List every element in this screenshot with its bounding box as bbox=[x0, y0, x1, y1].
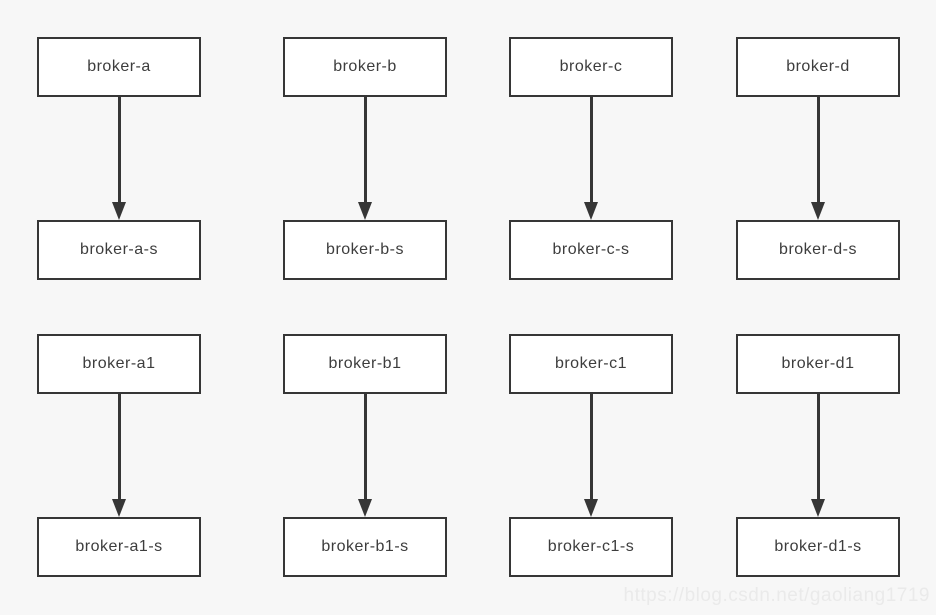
arrow-shaft bbox=[589, 394, 593, 499]
arrow-shaft bbox=[117, 97, 121, 202]
broker-pair-a1: broker-a1 broker-a1-s bbox=[37, 334, 201, 577]
arrow-down-icon bbox=[355, 394, 375, 517]
broker-pair-c: broker-c broker-c-s bbox=[509, 37, 673, 280]
arrow-down-icon bbox=[808, 97, 828, 220]
node-broker-c1-s: broker-c1-s bbox=[509, 517, 673, 577]
arrow-head bbox=[584, 499, 598, 517]
arrow-shaft bbox=[589, 97, 593, 202]
arrow-down-icon bbox=[109, 97, 129, 220]
broker-pair-b1: broker-b1 broker-b1-s bbox=[283, 334, 447, 577]
arrow-down-icon bbox=[808, 394, 828, 517]
arrow-head bbox=[811, 202, 825, 220]
arrow-head bbox=[811, 499, 825, 517]
node-broker-d: broker-d bbox=[736, 37, 900, 97]
node-broker-c: broker-c bbox=[509, 37, 673, 97]
arrow-head bbox=[358, 202, 372, 220]
broker-pair-a: broker-a broker-a-s bbox=[37, 37, 201, 280]
arrow-shaft bbox=[117, 394, 121, 499]
arrow-down-icon bbox=[355, 97, 375, 220]
arrow-down-icon bbox=[581, 394, 601, 517]
arrow-down-icon bbox=[109, 394, 129, 517]
node-broker-b-s: broker-b-s bbox=[283, 220, 447, 280]
node-broker-c-s: broker-c-s bbox=[509, 220, 673, 280]
arrow-shaft bbox=[816, 394, 820, 499]
node-broker-b1-s: broker-b1-s bbox=[283, 517, 447, 577]
watermark: https://blog.csdn.net/gaoliang1719 bbox=[623, 585, 930, 606]
broker-pair-b: broker-b broker-b-s bbox=[283, 37, 447, 280]
node-broker-b: broker-b bbox=[283, 37, 447, 97]
broker-pair-d1: broker-d1 broker-d1-s bbox=[736, 334, 900, 577]
arrow-shaft bbox=[363, 394, 367, 499]
node-broker-a-s: broker-a-s bbox=[37, 220, 201, 280]
node-broker-d1-s: broker-d1-s bbox=[736, 517, 900, 577]
arrow-shaft bbox=[363, 97, 367, 202]
node-broker-d1: broker-d1 bbox=[736, 334, 900, 394]
broker-pair-c1: broker-c1 broker-c1-s bbox=[509, 334, 673, 577]
node-broker-b1: broker-b1 bbox=[283, 334, 447, 394]
node-broker-a: broker-a bbox=[37, 37, 201, 97]
node-broker-a1-s: broker-a1-s bbox=[37, 517, 201, 577]
arrow-head bbox=[358, 499, 372, 517]
arrow-head bbox=[112, 499, 126, 517]
node-broker-d-s: broker-d-s bbox=[736, 220, 900, 280]
arrow-head bbox=[112, 202, 126, 220]
arrow-head bbox=[584, 202, 598, 220]
node-broker-a1: broker-a1 bbox=[37, 334, 201, 394]
node-broker-c1: broker-c1 bbox=[509, 334, 673, 394]
arrow-down-icon bbox=[581, 97, 601, 220]
broker-pair-d: broker-d broker-d-s bbox=[736, 37, 900, 280]
arrow-shaft bbox=[816, 97, 820, 202]
